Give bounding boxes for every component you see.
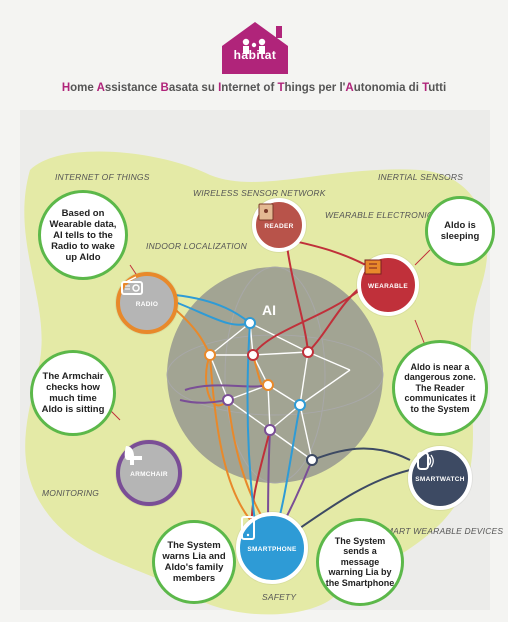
armchair-icon [124, 446, 142, 465]
smartphone-icon [241, 516, 255, 540]
node-reader-label: READER [264, 222, 294, 230]
title-initial: B [160, 82, 169, 94]
node-smartwatch[interactable]: SMARTWATCH [408, 446, 472, 510]
note-smartphone-message: The System sends a message warning Lia b… [316, 518, 404, 606]
title-word: utti [428, 82, 447, 94]
label-indoor-localization: Indoor Localization [146, 241, 247, 251]
node-smartphone[interactable]: SMARTPHONE [236, 512, 308, 584]
wearable-device-icon [364, 259, 382, 275]
title-word: hings per l' [284, 82, 346, 94]
node-wearable[interactable]: WEARABLE [357, 254, 419, 316]
title-initial: A [96, 82, 105, 94]
node-armchair[interactable]: ARMCHAIR [116, 440, 182, 506]
logo-text: habitat [233, 48, 277, 62]
node-radio-label: RADIO [135, 300, 159, 308]
title-word: nternet of [221, 82, 278, 94]
ai-label: AI [262, 302, 276, 318]
node-radio[interactable]: RADIO [116, 272, 178, 334]
globe-meridian [224, 266, 326, 484]
reader-panel-icon [258, 203, 274, 221]
node-smartwatch-label: SMARTWATCH [415, 475, 465, 483]
label-safety: Safety [262, 592, 297, 602]
title-initial: I [218, 82, 222, 94]
label-wireless-sensor-network: Wireless Sensor Network [193, 188, 326, 198]
page-title: Home Assistance Basata su Internet of Th… [0, 82, 508, 94]
title-word: ssistance [104, 82, 161, 94]
note-armchair-sitting: The Armchair checks how much time Aldo i… [30, 350, 116, 436]
label-internet-of-things: Internet of Things [55, 172, 150, 182]
title-word: ome [70, 82, 97, 94]
smartwatch-icon [417, 452, 434, 470]
note-radio-wakeup: Based on Wearable data, AI tells to the … [38, 190, 128, 280]
logo-house [222, 22, 288, 74]
title-initial: T [277, 82, 285, 94]
node-smartphone-label: SMARTPHONE [247, 545, 297, 553]
label-wearable-electronics: Wearable Electronics [325, 210, 440, 220]
title-word: asata su [168, 82, 219, 94]
title-initial: H [61, 82, 71, 94]
title-initial: T [422, 82, 429, 94]
node-armchair-label: ARMCHAIR [130, 470, 168, 478]
node-reader[interactable]: READER [252, 198, 306, 252]
note-aldo-sleeping: Aldo is sleeping [425, 196, 495, 266]
network-nodes [204, 317, 318, 466]
title-word: utonomia di [353, 82, 423, 94]
label-monitoring: Monitoring [42, 488, 100, 498]
node-wearable-label: WEARABLE [368, 282, 408, 290]
note-dangerous-zone: Aldo is near a dangerous zone. The Reade… [392, 340, 488, 436]
note-warn-family: The System warns Lia and Aldo's family m… [152, 520, 236, 604]
note-connectors [109, 249, 431, 421]
title-initial: A [345, 82, 354, 94]
label-inertial-sensors: Inertial Sensors [378, 172, 464, 182]
label-smart-wearable-devices: Smart Wearable Devices [380, 526, 504, 536]
radio-icon [121, 276, 143, 295]
